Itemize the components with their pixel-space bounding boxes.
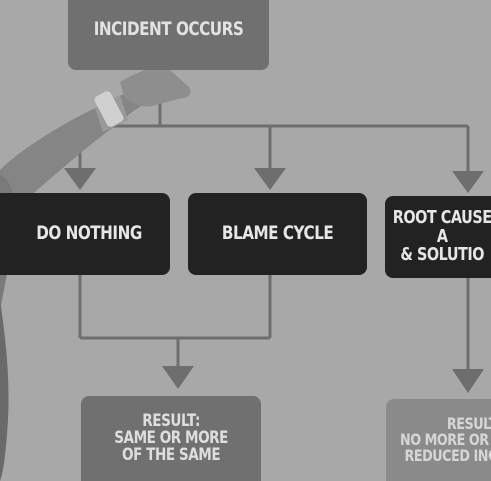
arrowhead-blame-cycle: [254, 168, 286, 190]
result-same-label: RESULT: SAME OR MORE OF THE SAME: [114, 410, 228, 466]
result-reduced-box: RESULT NO MORE OR I REDUCED INC: [386, 399, 491, 481]
blame-cycle-box: BLAME CYCLE: [188, 193, 367, 275]
incident-occurs-box: INCIDENT OCCURS: [68, 0, 269, 70]
do-nothing-label: DO NOTHING: [36, 222, 142, 245]
arrowhead-result-reduced: [452, 369, 484, 393]
arrowhead-root-cause: [452, 171, 484, 193]
incident-occurs-label: INCIDENT OCCURS: [93, 18, 244, 41]
root-cause-box: ROOT CAUSE A & SOLUTIO: [385, 196, 491, 278]
result-same-box: RESULT: SAME OR MORE OF THE SAME: [81, 396, 261, 481]
arrowhead-result-same: [162, 366, 194, 389]
root-cause-label: ROOT CAUSE A & SOLUTIO: [392, 207, 491, 266]
do-nothing-box: DO NOTHING: [0, 193, 170, 275]
result-reduced-label: RESULT NO MORE OR I REDUCED INC: [400, 413, 491, 466]
blame-cycle-label: BLAME CYCLE: [221, 222, 334, 245]
arrowhead-do-nothing: [64, 168, 96, 190]
